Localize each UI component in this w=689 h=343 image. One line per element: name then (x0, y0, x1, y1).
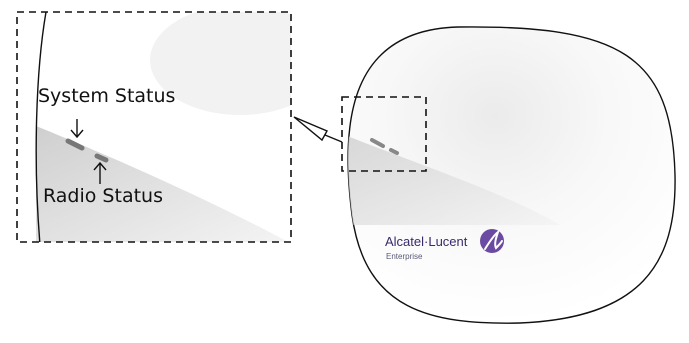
callout-arrow-head (293, 116, 328, 142)
system-status-led (65, 138, 85, 151)
brand-logo-icon (480, 229, 504, 253)
brand-name: Alcatel·Lucent (385, 234, 468, 249)
access-point-device (347, 26, 676, 324)
system-status-pointer (70, 119, 84, 139)
brand-subtitle: Enterprise (386, 252, 423, 261)
system-status-label: System Status (38, 85, 176, 107)
callout-arrow-line (324, 134, 343, 143)
device-detail-box (341, 96, 427, 172)
radio-status-pointer (93, 161, 107, 184)
radio-status-label: Radio Status (43, 185, 163, 207)
radio-status-led (94, 153, 109, 163)
zoom-detail-box (16, 11, 292, 243)
device-system-led (370, 138, 385, 148)
access-point-body (347, 26, 676, 324)
zoom-device-edge (35, 12, 47, 242)
zoom-content (17, 12, 291, 242)
device-radio-led (389, 148, 399, 155)
shadow-band (348, 125, 560, 225)
